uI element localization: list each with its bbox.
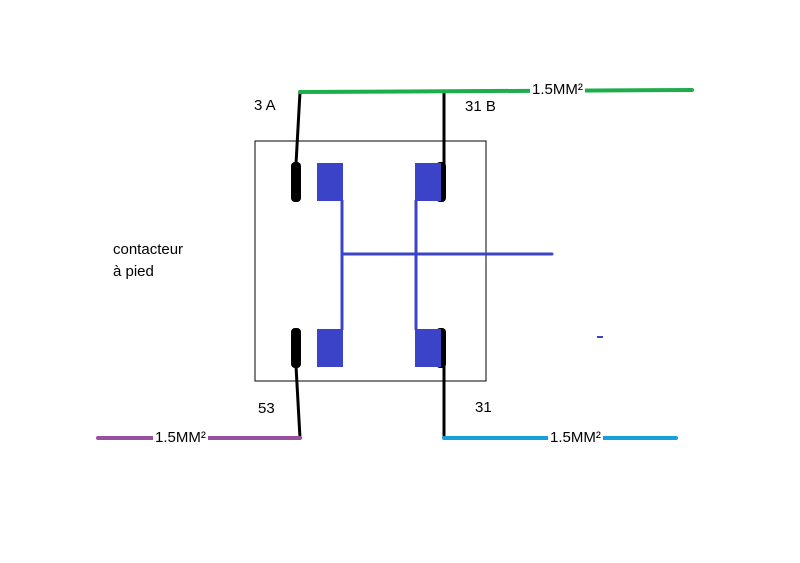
contact-tl-moving xyxy=(317,163,343,201)
terminal-label-53: 53 xyxy=(258,400,275,417)
switch-housing xyxy=(254,140,487,382)
contact-tr-moving xyxy=(415,163,441,201)
contact-bl-fixed xyxy=(291,328,301,368)
title-line-1: contacteur xyxy=(113,241,184,258)
lead-53 xyxy=(294,365,302,439)
contact-bl-moving xyxy=(317,329,343,367)
lead-3a xyxy=(294,91,302,165)
contact-tl-fixed xyxy=(291,162,301,202)
wire-top xyxy=(298,88,694,94)
terminal-label-31: 31 xyxy=(475,399,492,416)
wire-gauge-top: 1.5MM² xyxy=(530,81,585,98)
terminal-label-3a: 3 A xyxy=(254,97,276,114)
contact-br-moving xyxy=(415,329,441,367)
wire-gauge-bottom-right: 1.5MM² xyxy=(548,429,603,446)
terminal-label-31b: 31 B xyxy=(465,98,496,115)
title-line-2: à pied xyxy=(113,263,154,280)
wire-gauge-bottom-left: 1.5MM² xyxy=(153,429,208,446)
